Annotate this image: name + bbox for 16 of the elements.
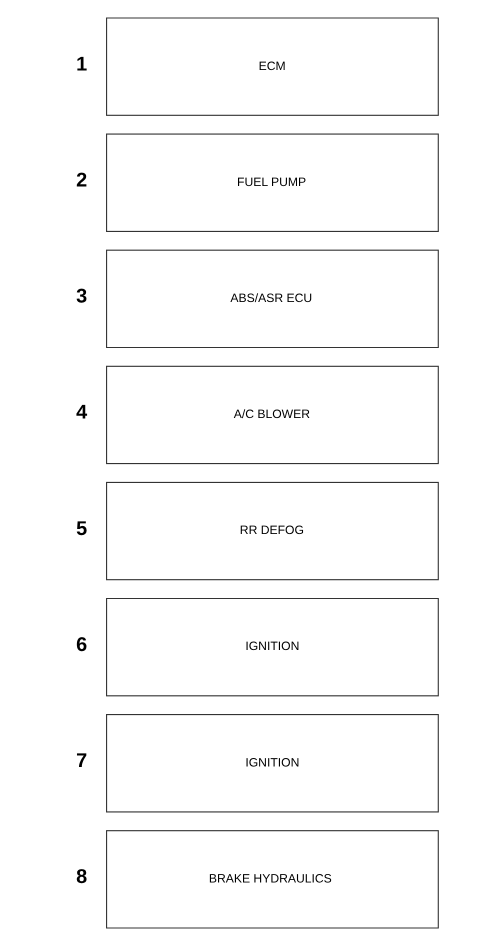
node-box: FUEL PUMP (106, 133, 438, 232)
node-box: RR DEFOG (106, 481, 438, 580)
node-box: ECM (106, 16, 438, 116)
node-box: IGNITION (106, 714, 438, 812)
node-label: 4 (76, 401, 87, 424)
node-box: A/C BLOWER (106, 365, 438, 464)
node-label: 6 (76, 633, 87, 656)
node-label: 7 (76, 750, 87, 772)
node-label: 2 (76, 169, 87, 192)
node-label: 5 (76, 517, 87, 540)
node-box: ABS/ASR ECU (106, 249, 438, 348)
node-box: BRAKE HYDRAULICS (106, 830, 438, 928)
node-box: IGNITION (106, 597, 438, 696)
node-label: 1 (76, 52, 87, 75)
node-label: 8 (76, 866, 87, 888)
node-label: 3 (76, 285, 87, 308)
